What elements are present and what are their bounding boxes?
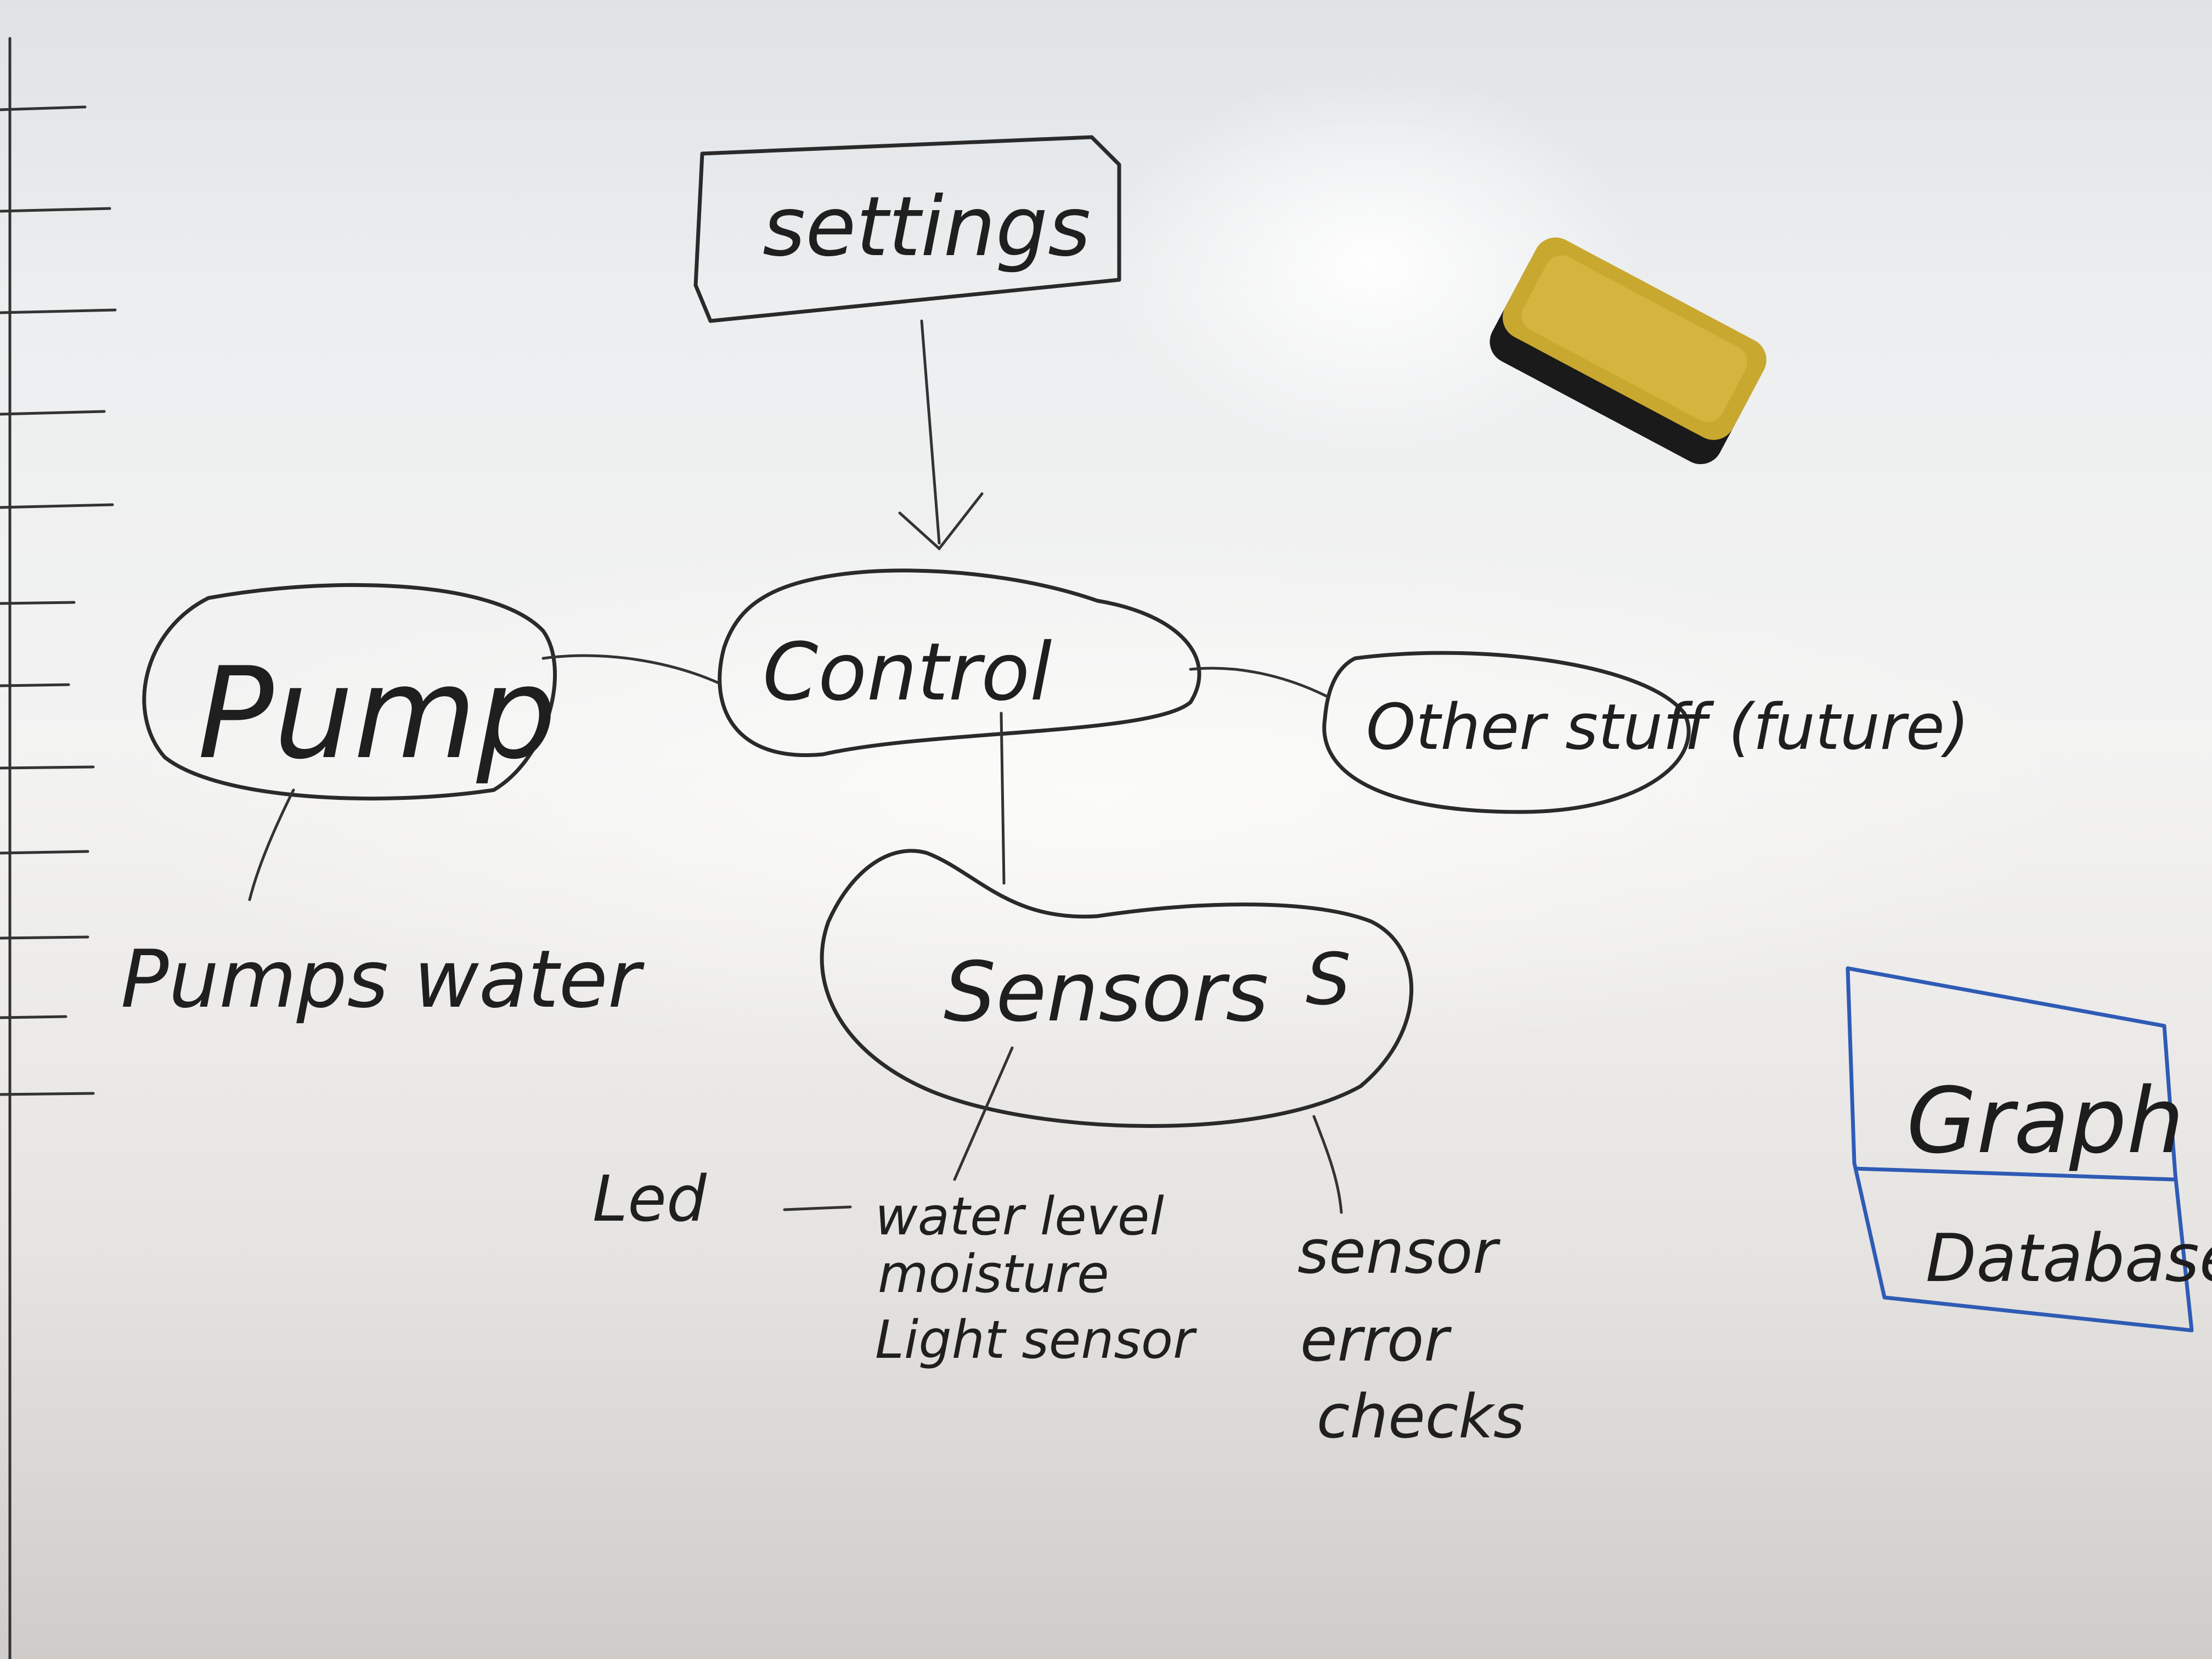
control-label: Control [763, 626, 1052, 719]
link-pump-control [541, 654, 720, 685]
pump-note: Pumps water [121, 933, 645, 1026]
other-node: Other stuff (future) [1322, 651, 1970, 814]
link-pump-note [248, 788, 295, 901]
error-checks-line: error [1300, 1305, 1452, 1375]
error-checks: sensor error checks [1297, 1217, 1525, 1452]
database-label: Database [1926, 1221, 2212, 1297]
arrow-settings-to-control [898, 319, 984, 551]
sensors-label: Sensors [944, 945, 1268, 1040]
graph-label: Graph [1906, 1068, 2184, 1173]
error-checks-line: sensor [1297, 1217, 1500, 1287]
pump-label: Pump [198, 641, 557, 787]
sensors-node: Sensors S [820, 849, 1414, 1128]
sensor-list-item: moisture [878, 1244, 1109, 1305]
sensors-s-label: S [1306, 938, 1351, 1021]
sensor-list-item: water level [875, 1187, 1164, 1247]
led-label: Led [592, 1163, 707, 1236]
error-checks-line: checks [1317, 1381, 1525, 1452]
graph-database-box: Graph Database [1846, 966, 2212, 1333]
link-led [783, 1205, 852, 1211]
link-control-other [1189, 667, 1329, 698]
other-label: Other stuff (future) [1366, 691, 1970, 764]
link-control-sensors [1000, 712, 1006, 885]
eraser [1489, 237, 1767, 465]
link-error-checks [1312, 1115, 1343, 1214]
settings-box: settings [693, 135, 1121, 323]
settings-label: settings [763, 179, 1091, 275]
sensor-list-item: Light sensor [875, 1310, 1197, 1370]
link-sensors-list [953, 1046, 1014, 1181]
left-ruler [0, 37, 117, 1659]
sensor-list: water level moisture Light sensor [875, 1187, 1197, 1370]
pump-node: Pump [142, 583, 557, 801]
control-node: Control [718, 568, 1201, 757]
